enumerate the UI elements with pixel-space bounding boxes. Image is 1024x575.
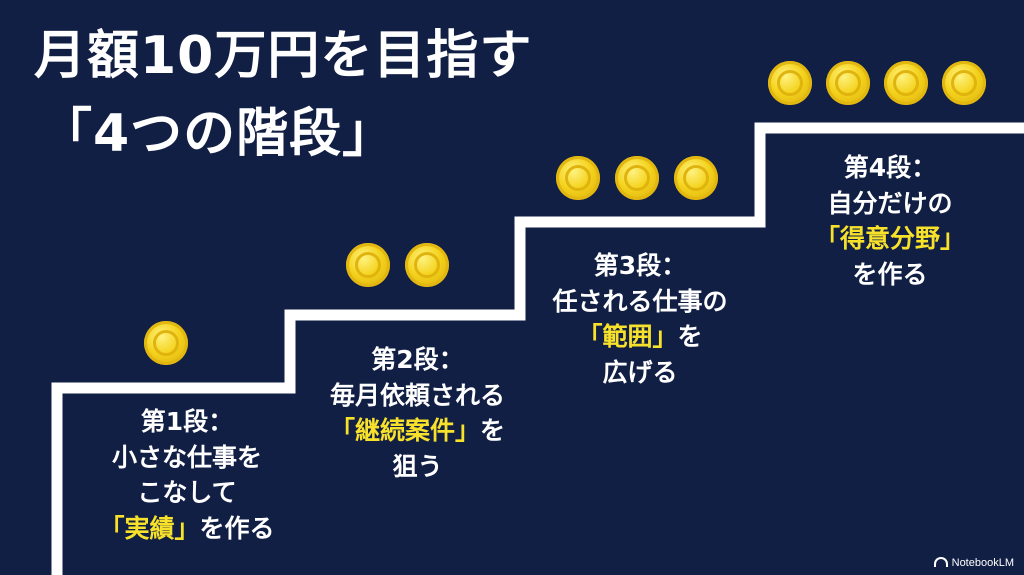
step-4-text: 第4段： 自分だけの 「得意分野」 を作る <box>770 150 1010 292</box>
title-line-2: 「4つの階段」 <box>40 104 396 164</box>
coin-icon <box>615 156 659 200</box>
step-3-last: 広げる <box>602 357 678 387</box>
step-1-line-1: 小さな仕事を <box>111 442 262 472</box>
coin-icon <box>405 243 449 287</box>
step-1-text: 第1段： 小さな仕事を こなして 「実績」を作る <box>72 404 302 546</box>
step-4-heading: 第4段： <box>843 153 937 182</box>
step-2-text: 第2段： 毎月依頼される 「継続案件」を 狙う <box>290 342 545 484</box>
step-1-line-2: こなして <box>137 478 237 507</box>
watermark: NotebookLM <box>933 557 1014 569</box>
step-2-line-1: 毎月依頼される <box>329 380 505 410</box>
step-2-highlight: 「継続案件」 <box>329 416 480 445</box>
step-2-after: を <box>480 416 506 445</box>
step-4-highlight: 「得意分野」 <box>814 224 965 253</box>
step-3-after: を <box>677 322 703 351</box>
step-4-last: を作る <box>852 259 928 289</box>
coin-icon <box>826 61 870 105</box>
notebooklm-icon <box>933 557 948 567</box>
step-1-highlight: 「実績」 <box>99 513 200 543</box>
step-4-line-1: 自分だけの <box>827 188 953 218</box>
coin-icon <box>768 61 812 105</box>
step-1-after: を作る <box>199 513 275 543</box>
coin-icon <box>346 243 390 287</box>
step-1-heading: 第1段： <box>140 407 234 436</box>
step-3-highlight: 「範囲」 <box>577 322 678 351</box>
step-3-line-1: 任される仕事の <box>552 286 728 316</box>
step-3-text: 第3段： 任される仕事の 「範囲」を 広げる <box>515 248 765 390</box>
coin-icon <box>674 156 718 200</box>
coin-icon <box>942 61 986 105</box>
watermark-text: NotebookLM <box>951 557 1014 569</box>
coin-icon <box>884 61 928 105</box>
staircase-line <box>51 122 1024 575</box>
title-line-1: 月額10万円を目指す <box>34 26 533 86</box>
step-3-heading: 第3段： <box>593 251 687 280</box>
coin-icon <box>144 321 188 365</box>
coin-icon <box>556 156 600 200</box>
step-2-last: 狙う <box>392 451 443 481</box>
step-2-heading: 第2段： <box>371 345 464 374</box>
